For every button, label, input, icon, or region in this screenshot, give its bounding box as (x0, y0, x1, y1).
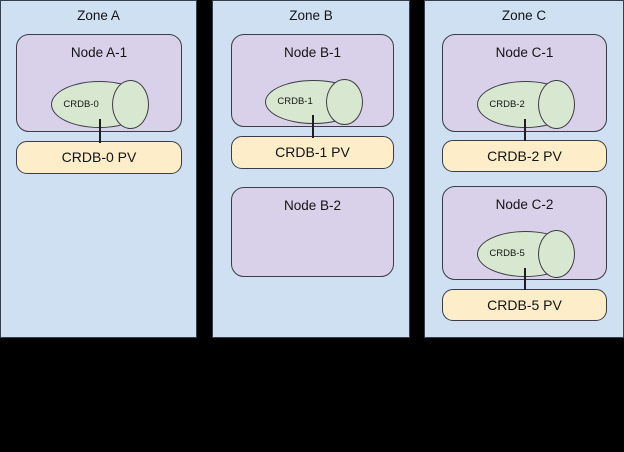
node-box-b-2[interactable]: Node B-2 (231, 187, 394, 277)
pv-box-crdb-2[interactable]: CRDB-2 PV (442, 140, 607, 172)
pv-label-crdb-1: CRDB-1 PV (275, 144, 350, 160)
node-title-a-1: Node A-1 (70, 45, 128, 60)
connector-a-1 (99, 119, 101, 143)
cylinder-cap-icon (538, 230, 575, 278)
cylinder-cap-icon (112, 80, 149, 129)
pv-box-crdb-1[interactable]: CRDB-1 PV (231, 136, 394, 169)
zone-container-b[interactable]: Zone B Node B-1 CRDB-1 CRDB-1 PV Node B-… (212, 0, 410, 338)
node-box-c-1[interactable]: Node C-1 CRDB-2 (442, 34, 607, 132)
node-box-c-2[interactable]: Node C-2 CRDB-5 (442, 186, 607, 280)
database-label-crdb-0: CRDB-0 (63, 98, 99, 110)
cylinder-cap-icon (538, 80, 575, 129)
database-label-crdb-2: CRDB-2 (489, 98, 525, 110)
pv-label-crdb-2: CRDB-2 PV (487, 147, 562, 164)
node-box-b-1[interactable]: Node B-1 CRDB-1 (231, 34, 394, 127)
connector-c-1 (524, 119, 526, 141)
connector-c-2 (524, 268, 526, 290)
connector-b-1 (312, 115, 314, 138)
zone-title-b: Zone B (289, 8, 333, 23)
pv-box-crdb-0[interactable]: CRDB-0 PV (16, 141, 182, 174)
database-cylinder-crdb-0[interactable]: CRDB-0 (51, 80, 149, 129)
pv-box-crdb-5[interactable]: CRDB-5 PV (442, 289, 607, 321)
node-title-c-2: Node C-2 (495, 197, 554, 212)
pv-label-crdb-5: CRDB-5 PV (487, 296, 562, 313)
cylinder-cap-icon (326, 79, 363, 125)
node-title-c-1: Node C-1 (495, 45, 554, 60)
node-box-a-1[interactable]: Node A-1 CRDB-0 (16, 34, 182, 132)
node-title-b-1: Node B-1 (283, 45, 342, 60)
zone-title-c: Zone C (501, 8, 547, 23)
zone-container-c[interactable]: Zone C Node C-1 CRDB-2 CRDB-2 PV Node C-… (424, 0, 624, 338)
database-label-crdb-1: CRDB-1 (277, 96, 313, 107)
database-label-crdb-5: CRDB-5 (489, 248, 525, 259)
zone-container-a[interactable]: Zone A Node A-1 CRDB-0 CRDB-0 PV (0, 0, 197, 338)
node-title-b-2: Node B-2 (283, 198, 342, 213)
pv-label-crdb-0: CRDB-0 PV (61, 149, 137, 165)
zone-title-a: Zone A (77, 8, 120, 23)
